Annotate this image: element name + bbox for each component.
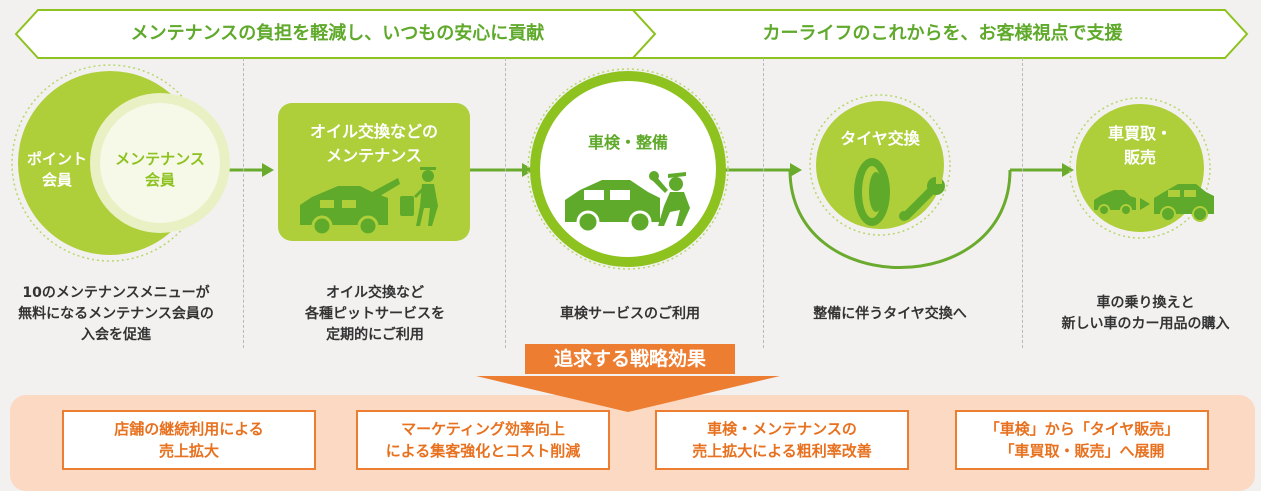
banner-right-shape xyxy=(630,9,1249,59)
divider-4 xyxy=(1022,58,1023,348)
maintenance-member-label: メンテナンス 会員 xyxy=(115,150,205,189)
buysell-label: 車買取・ 販売 xyxy=(1107,124,1172,167)
oil-change-label: オイル交換などの メンテナンス xyxy=(309,122,438,165)
divider-3 xyxy=(763,58,764,348)
tire-change-label: タイヤ交換 xyxy=(840,129,920,148)
mechanic-wrench-icon xyxy=(649,171,690,226)
arrow-curve-tire xyxy=(788,169,1012,269)
divider-1 xyxy=(243,58,244,348)
strategy-funnel-arrow xyxy=(476,376,780,412)
maintenance-member-circle xyxy=(100,103,220,223)
tire-icon xyxy=(854,158,890,226)
banner-left-text: メンテナンスの負担を軽減し、いつもの安心に貢献 xyxy=(130,23,545,44)
stage-2-caption: オイル交換など 各種ピットサービスを 定期的にご利用 xyxy=(305,285,445,343)
car-hood-open-icon xyxy=(300,178,400,237)
inspection-circle-outline xyxy=(527,68,729,270)
buysell-circle-outline xyxy=(1069,97,1211,239)
large-car-icon xyxy=(1154,184,1214,222)
mechanic-oil-icon xyxy=(400,167,438,226)
stage-1-caption: 10のメンテナンスメニューが 無料になるメンテナンス会員の 入会を促進 xyxy=(18,285,214,343)
effect-box-3: 車検・メンテナンスの 売上拡大による粗利率改善 xyxy=(655,410,909,470)
car-inspection-icon xyxy=(565,180,660,234)
effect-box-4: 「車検」から「タイヤ販売」 「車買取・販売」へ展開 xyxy=(955,410,1209,470)
effects-panel xyxy=(10,395,1255,491)
stage-4-caption: 整備に伴うタイヤ交換へ xyxy=(813,306,967,322)
small-car-icon xyxy=(1094,190,1136,216)
stage-3-caption: 車検サービスのご利用 xyxy=(560,306,700,322)
wrench-icon xyxy=(899,176,945,221)
effect-box-2: マーケティング効率向上 による集客強化とコスト削減 xyxy=(356,410,610,470)
inspection-label: 車検・整備 xyxy=(587,133,668,152)
banner-right-text: カーライフのこれからを、お客様視点で支援 xyxy=(762,23,1123,44)
effect-box-1: 店舗の継続利用による 売上拡大 xyxy=(62,410,316,470)
car-to-car-arrow-icon xyxy=(1140,198,1150,210)
strategy-effect-label: 追求する戦略効果 xyxy=(525,344,735,374)
divider-2 xyxy=(505,58,506,348)
stage-5-caption: 車の乗り換えと 新しい車のカー用品の購入 xyxy=(1061,295,1230,332)
point-member-label: ポイント 会員 xyxy=(26,150,87,189)
tire-circle-outline xyxy=(809,94,951,236)
